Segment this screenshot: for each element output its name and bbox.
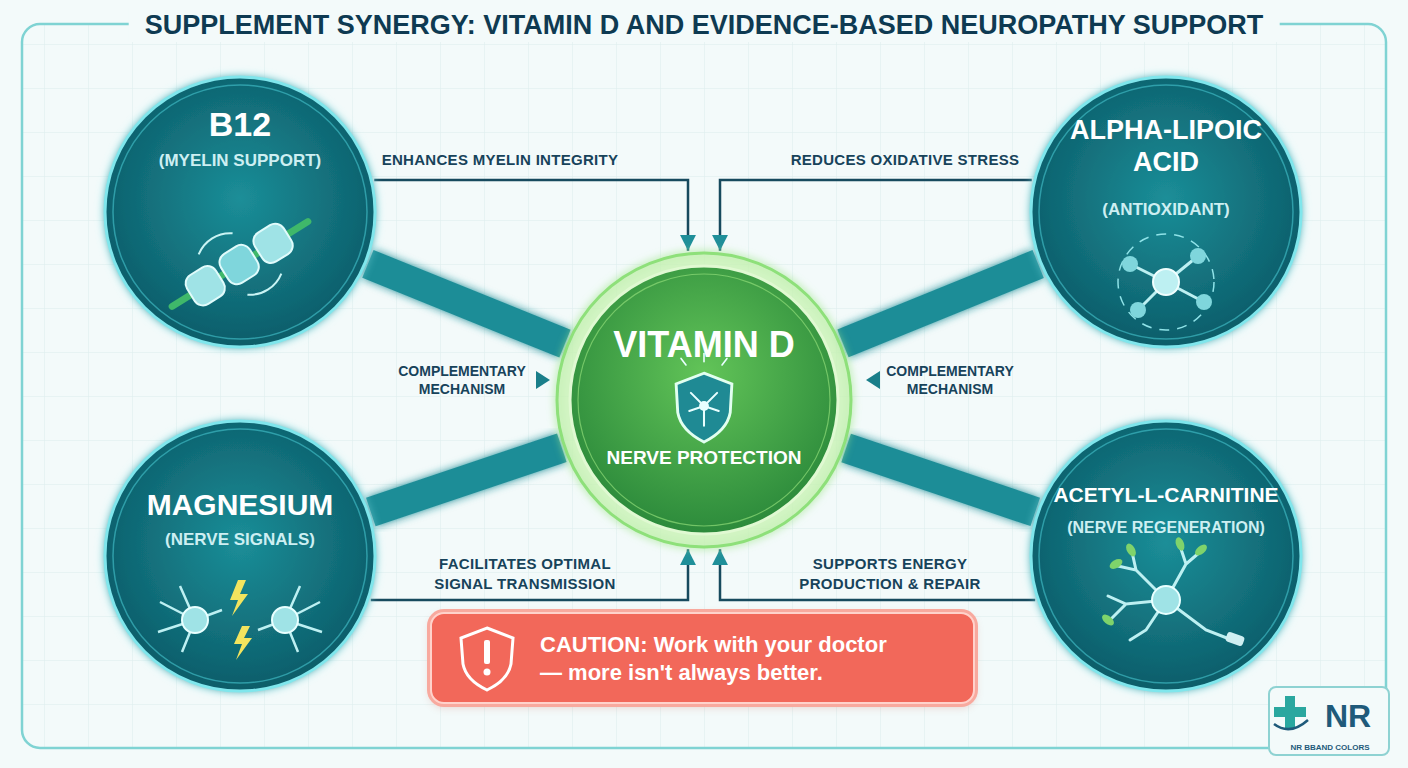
edge-label: ENHANCES MYELIN INTEGRITY	[350, 150, 650, 170]
supplement-circle: ACETYL-L-CARNITINE (NERVE REGENERATION)	[1028, 418, 1304, 694]
logo-mark: NR	[1308, 698, 1388, 735]
node-subtitle: NERVE PROTECTION	[584, 447, 824, 469]
circle-fill	[1031, 77, 1301, 347]
connector-band	[368, 264, 565, 344]
circle-outline	[1028, 418, 1304, 694]
edge-label: FACILITATES OPTIMAL SIGNAL TRANSMISSION	[410, 554, 640, 593]
arrow-connector	[371, 549, 688, 600]
mechanism-arrowhead	[536, 371, 550, 389]
mechanism-label: COMPLEMENTARY MECHANISM	[382, 362, 542, 398]
mechanism-label: COMPLEMENTARY MECHANISM	[870, 362, 1030, 398]
arrow-connector	[720, 180, 1032, 251]
logo-cross	[1274, 696, 1308, 729]
circle-outline	[554, 250, 854, 550]
shield-icon	[676, 354, 732, 443]
node-heading: ACETYL-L-CARNITINE	[1036, 483, 1296, 507]
regeneration-icon	[1100, 536, 1245, 647]
circle-outline	[102, 418, 378, 694]
antioxidant-icon	[1118, 234, 1214, 330]
circle-fill	[570, 266, 838, 534]
supplement-circle: ALPHA-LIPOIC ACID (ANTIOXIDANT)	[1028, 74, 1304, 350]
diagram-title: SUPPLEMENT SYNERGY: VITAMIN D AND EVIDEN…	[129, 8, 1280, 42]
circle-halo	[557, 253, 851, 547]
connector-band	[371, 448, 562, 512]
node-heading: MAGNESIUM	[115, 488, 365, 523]
node-heading: B12	[120, 105, 360, 144]
circle-inner-ring	[1039, 85, 1293, 339]
circle-inner-ring	[113, 429, 367, 683]
node-subtitle: (MYELIN SUPPORT)	[120, 151, 360, 171]
edge-label: SUPPORTS ENERGY PRODUCTION & REPAIR	[770, 554, 1010, 593]
frame	[22, 24, 1386, 748]
center-circle: VITAMIN D NERVE PROTECTION	[554, 250, 854, 550]
circle-fill	[105, 421, 375, 691]
circle-inner-ring	[1039, 429, 1293, 683]
arrow-connector	[374, 180, 688, 251]
node-subtitle: (NERVE REGENERATION)	[1041, 519, 1291, 537]
node-heading: ALPHA-LIPOIC ACID	[1041, 114, 1291, 179]
circle-fill	[105, 77, 375, 347]
caution-text: CAUTION: Work with your doctor — more is…	[540, 631, 905, 686]
logo-caption: NR BBAND COLORS	[1272, 743, 1388, 752]
mechanism-arrowhead	[866, 371, 880, 389]
supplement-circle: B12 (MYELIN SUPPORT)	[102, 74, 378, 350]
supplement-circle: MAGNESIUM (NERVE SIGNALS)	[102, 418, 378, 694]
warning-icon	[461, 628, 513, 690]
nerve-signal-icon	[158, 580, 322, 660]
caution-box: CAUTION: Work with your doctor — more is…	[430, 612, 975, 704]
myelin-icon	[153, 191, 327, 338]
connector-band	[846, 448, 1035, 512]
connector-band	[843, 264, 1038, 343]
node-subtitle: (NERVE SIGNALS)	[120, 530, 360, 550]
node-heading: VITAMIN D	[579, 324, 829, 365]
node-subtitle: (ANTIOXIDANT)	[1046, 200, 1286, 220]
circle-inner-ring	[578, 274, 830, 526]
circle-inner-ring	[113, 85, 367, 339]
logo-badge: NR NR BBAND COLORS	[1268, 686, 1390, 756]
edge-label: REDUCES OXIDATIVE STRESS	[755, 150, 1055, 170]
arrow-connector	[720, 549, 1035, 600]
circle-fill	[1031, 421, 1301, 691]
